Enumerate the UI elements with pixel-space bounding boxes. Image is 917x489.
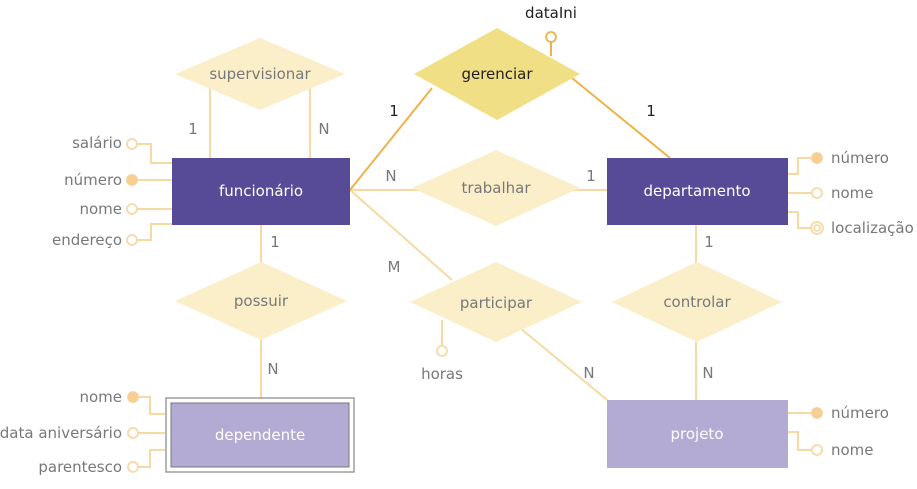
possuir-label: possuir [234,292,289,310]
card-controlar-departamento: 1 [704,233,714,251]
dept-nome-attr-icon [811,187,823,199]
entity-funcionario[interactable]: funcionário [172,158,350,225]
card-participar-funcionario: M [388,258,401,276]
attribute-labels: salário número nome endereço número nome… [0,4,914,476]
entity-departamento[interactable]: departamento [607,158,788,225]
trabalhar-label: trabalhar [462,179,532,197]
attr-horas: horas [421,365,463,383]
relationship-gerenciar[interactable]: gerenciar [414,28,580,120]
attr-proj-numero: número [831,404,889,422]
dept-numero-key-icon [811,152,823,164]
cardinality-labels: 1 N 1 1 N 1 M N 1 N 1 N [188,102,714,382]
card-participar-projeto: N [583,364,594,382]
attr-dep-nome: nome [79,388,122,406]
projeto-label: projeto [671,425,724,443]
attr-data-aniversario: data aniversário [0,424,122,442]
card-supervisionar-left: 1 [188,120,198,138]
relationship-possuir[interactable]: possuir [175,262,347,340]
departamento-label: departamento [643,182,750,200]
data-aniversario-attr-icon [127,427,139,439]
attribute-markers [126,31,824,473]
card-possuir-funcionario: 1 [270,233,280,251]
attr-numero: número [64,171,122,189]
relationship-controlar[interactable]: controlar [612,262,782,342]
entity-dependente[interactable]: dependente [165,397,355,473]
controlar-label: controlar [663,293,731,311]
card-supervisionar-right: N [318,120,329,138]
dependente-label: dependente [215,426,305,444]
relationship-supervisionar[interactable]: supervisionar [175,38,345,110]
attr-dataini: dataIni [525,4,577,22]
card-possuir-dependente: N [267,360,278,378]
entity-projeto[interactable]: projeto [607,400,788,468]
attr-endereco: endereço [52,231,122,249]
proj-nome-attr-icon [811,444,823,456]
supervisionar-label: supervisionar [209,65,311,83]
nome-attr-icon [126,203,138,215]
attr-parentesco: parentesco [38,458,122,476]
dep-nome-key-icon [127,391,139,403]
relationship-participar[interactable]: participar [410,262,582,342]
gerenciar-label: gerenciar [461,65,533,83]
card-gerenciar-departamento: 1 [646,102,656,120]
card-gerenciar-funcionario: 1 [389,102,399,120]
funcionario-label: funcionário [219,182,303,200]
attr-salario: salário [72,134,122,152]
endereco-attr-icon [126,234,138,246]
card-controlar-projeto: N [702,364,713,382]
participar-label: participar [460,294,533,312]
attr-dept-numero: número [831,149,889,167]
salario-attr-icon [126,138,138,150]
dataini-attr-icon [545,31,557,43]
attr-proj-nome: nome [831,441,874,459]
attr-nome: nome [79,200,122,218]
parentesco-attr-icon [127,461,139,473]
card-trabalhar-departamento: 1 [586,167,596,185]
horas-attr-icon [436,345,448,357]
card-trabalhar-funcionario: N [385,167,396,185]
proj-numero-key-icon [811,407,823,419]
numero-key-icon [126,174,138,186]
attr-dept-nome: nome [831,184,874,202]
attr-localizacao: localização [831,219,914,237]
gerenciar-lines [349,42,671,191]
relationship-trabalhar[interactable]: trabalhar [412,150,580,226]
